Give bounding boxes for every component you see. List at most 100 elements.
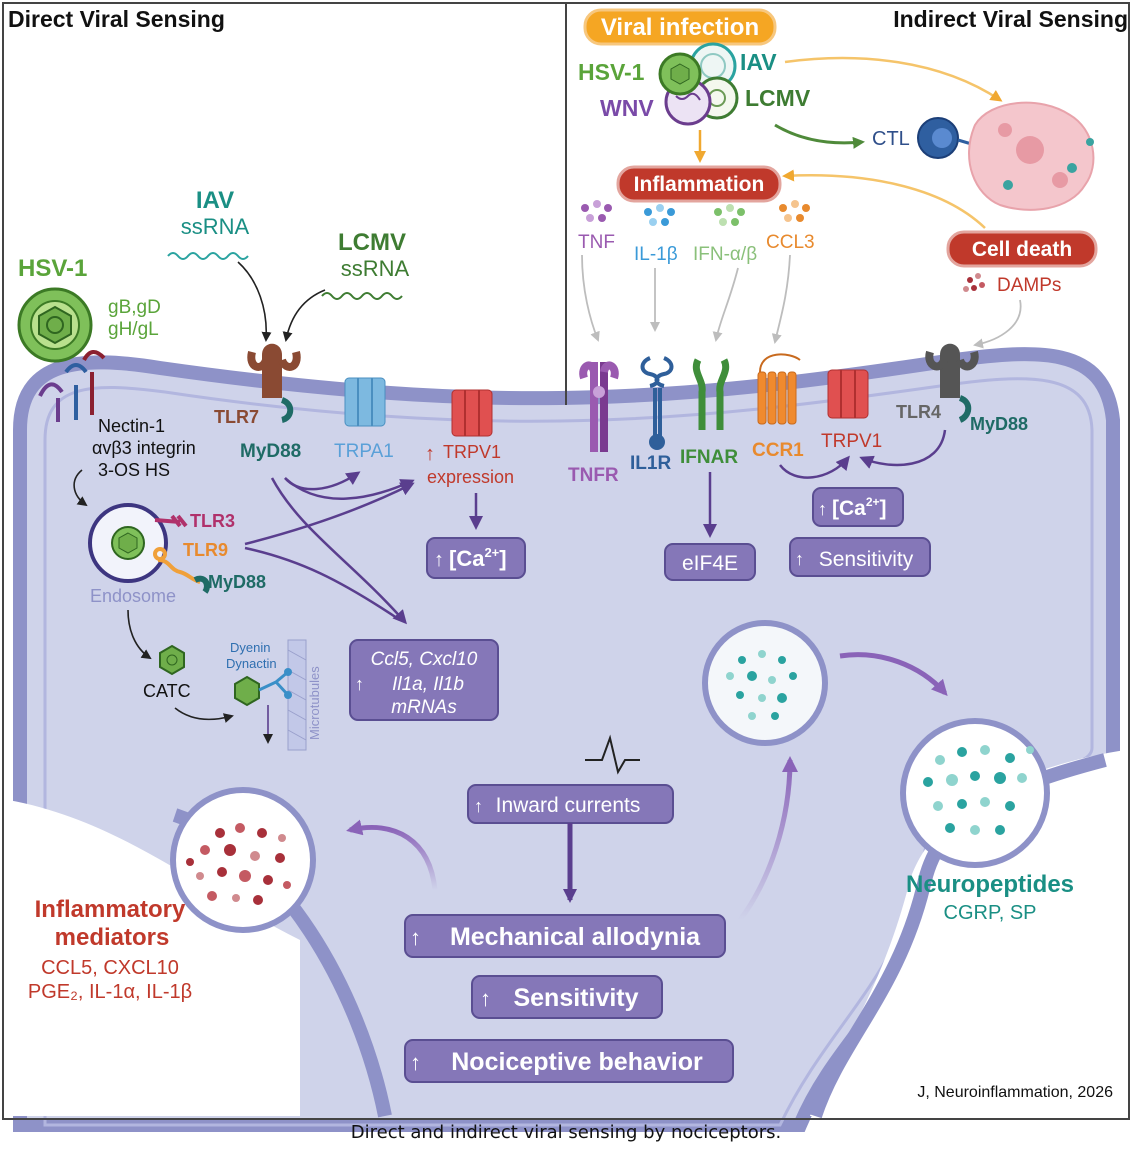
- lcmv-ssrna-wave-icon: [321, 292, 403, 300]
- right-panel-title: Indirect Viral Sensing: [893, 6, 1128, 32]
- figure-caption: Direct and indirect viral sensing by noc…: [350, 1122, 782, 1143]
- calcium-label-left: [Ca2+]: [449, 545, 507, 571]
- arrow-tnf-to-tnfr: [581, 254, 600, 342]
- calcium-label-right: [Ca2+]: [832, 495, 887, 520]
- iav-ssrna-label: ssRNA: [181, 214, 250, 239]
- myd88-endosome-label: MyD88: [208, 572, 266, 592]
- arrow-vesicle-release-up: [737, 756, 798, 922]
- tnf-label: TNF: [578, 232, 615, 253]
- myd88-tlr7-label: MyD88: [240, 441, 301, 462]
- sensitivity-pill-small: [789, 537, 931, 577]
- damps-dots-icon: [963, 273, 985, 292]
- ccl3-label: CCL3: [766, 232, 815, 253]
- iav-label-indirect: IAV: [740, 49, 777, 75]
- tlr3-icon: [154, 514, 188, 528]
- ifnar-receptor-icon: [692, 358, 730, 430]
- ctl-cell-icon: [917, 117, 986, 159]
- glycoprotein-label-1: gB,gD: [108, 297, 161, 318]
- cell-death-label: Cell death: [972, 238, 1072, 261]
- inward-currents-up-arrow: ↑: [474, 796, 483, 816]
- trpv1-up-arrow-icon: ↑: [425, 443, 435, 465]
- il1r-receptor-icon: [640, 356, 674, 450]
- arrow-tlr9-to-trpv1: [244, 482, 415, 546]
- mrna-up-arrow-icon: ↑: [355, 674, 364, 694]
- infected-tissue-icon: [968, 101, 1095, 211]
- il1b-label: IL-1β: [634, 244, 678, 265]
- entry-receptor-label-2: αvβ3 integrin: [92, 438, 196, 458]
- trpv1-channel-icon-direct: [451, 389, 493, 437]
- glycoprotein-label-2: gH/gL: [108, 319, 159, 340]
- inflammatory-list-1: CCL5, CXCL10: [41, 957, 179, 979]
- inflammation-label: Inflammation: [634, 173, 765, 196]
- sensitivity-small-label: Sensitivity: [819, 548, 914, 571]
- inflammatory-title-2: mediators: [55, 924, 170, 951]
- arrow-ccl3-to-ccr1: [771, 254, 791, 344]
- damps-label: DAMPs: [997, 275, 1061, 296]
- tlr7-receptor-icon: [247, 343, 301, 398]
- lcmv-ssrna-label: ssRNA: [341, 256, 410, 281]
- neuropeptide-dots-inner-icon: [726, 650, 797, 720]
- trpv1-channel-icon-indirect: [827, 369, 869, 419]
- viral-infection-badge: [583, 8, 777, 46]
- eif4e-label: eIF4E: [682, 552, 738, 575]
- iav-label-direct: IAV: [196, 187, 234, 214]
- dynein-capsid-icon: [234, 668, 292, 707]
- il1r-label: IL1R: [630, 453, 671, 474]
- hsv1-capsid-icon: [111, 526, 145, 560]
- tnfr-label: TNFR: [568, 465, 619, 486]
- inflammatory-title-1: Inflammatory: [35, 896, 186, 923]
- ccr1-receptor-icon: [757, 353, 801, 425]
- arrow-celldeath-to-inflammation: [782, 169, 986, 229]
- arrow-damps-to-tlr4: [973, 299, 1022, 349]
- ifn-dots-icon: [714, 204, 745, 226]
- mrna-pill: [349, 639, 499, 721]
- arrow-tlr9-to-mrna: [244, 546, 401, 622]
- arrow-release-inflammatory: [346, 819, 438, 891]
- mrna-line-2: Il1a, Il1b: [392, 674, 464, 695]
- hsv1-label-direct: HSV-1: [18, 255, 87, 282]
- viral-infection-label: Viral infection: [601, 14, 759, 41]
- ccl3-dots-icon: [779, 200, 810, 222]
- nociceptive-behavior-pill: [404, 1039, 734, 1083]
- mechanical-up-arrow: ↑: [410, 925, 421, 950]
- tnfr-receptor-icon: [579, 361, 619, 452]
- trpa1-label: TRPA1: [334, 441, 394, 462]
- endosome-label: Endosome: [90, 586, 176, 606]
- myd88-endosome-icon: [193, 575, 210, 594]
- tlr3-label: TLR3: [190, 511, 235, 531]
- neuropeptide-vesicle-released: [900, 718, 1050, 868]
- inward-currents-label: Inward currents: [496, 794, 641, 817]
- arrow-virus-to-tissue: [784, 56, 1003, 102]
- nociceptive-up-arrow: ↑: [410, 1050, 421, 1075]
- sensitivity-pill-large: [471, 975, 663, 1019]
- ctl-label: CTL: [872, 128, 910, 150]
- cell-death-badge: [946, 230, 1098, 268]
- tlr9-icon: [153, 547, 201, 584]
- action-potential-icon: [585, 734, 640, 775]
- arrow-myd88-to-mrna: [270, 477, 407, 625]
- mrna-line-1: Ccl5, Cxcl10: [371, 649, 478, 670]
- iav-ssrna-wave-icon: [167, 252, 249, 260]
- tlr7-label: TLR7: [214, 407, 259, 427]
- eif4e-pill: [664, 543, 756, 581]
- inflammatory-list-2: PGE₂, IL-1α, IL-1β: [28, 981, 192, 1003]
- tlr4-label: TLR4: [896, 402, 941, 422]
- arrow-ccr1-to-trpv1: [779, 455, 850, 479]
- tlr4-receptor-icon: [925, 343, 979, 398]
- arrow-lcmv-to-tlr7: [282, 289, 326, 342]
- il1b-dots-icon: [644, 204, 675, 226]
- arrow-myd88-to-trpv1: [284, 477, 415, 500]
- left-panel-title: Direct Viral Sensing: [8, 6, 225, 32]
- trpv1-label-indirect: TRPV1: [821, 431, 882, 452]
- entry-receptor-label-1: Nectin-1: [98, 416, 165, 436]
- arrow-iav-to-tlr7: [237, 261, 272, 342]
- lcmv-label-indirect: LCMV: [745, 85, 811, 111]
- neuropeptide-dots-released-icon: [923, 745, 1034, 835]
- myd88-tlr4-icon: [958, 395, 972, 423]
- ifn-label: IFN-α/β: [693, 244, 757, 265]
- dynactin-label: Dynactin: [226, 656, 277, 671]
- mechanical-allodynia-pill: [404, 914, 726, 958]
- arrow-vesicle-to-release: [839, 652, 948, 696]
- hsv1-virion-icon: [17, 287, 93, 363]
- ifnar-label: IFNAR: [680, 447, 738, 468]
